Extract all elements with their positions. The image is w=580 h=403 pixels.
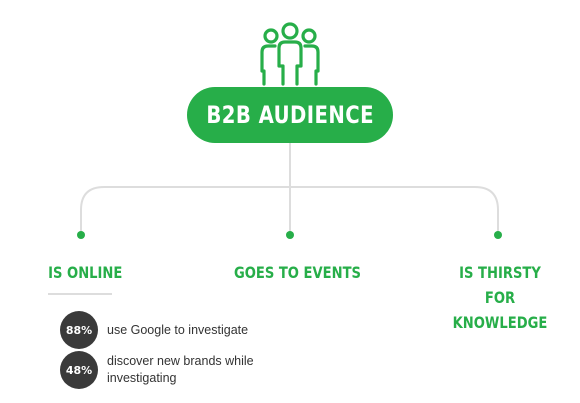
node-dot-online	[77, 231, 85, 239]
branch-label-online-text: IS ONLINE	[48, 263, 123, 282]
stat-badge: 48%	[60, 351, 98, 389]
branch-label-events: GOES TO EVENTS	[220, 260, 361, 285]
online-underline	[48, 293, 112, 295]
branch-label-events-text: GOES TO EVENTS	[233, 263, 361, 282]
branch-label-knowledge-text: IS THIRSTY FOR KNOWLEDGE	[452, 263, 548, 332]
node-dot-knowledge	[494, 231, 502, 239]
audience-title: B2B AUDIENCE	[206, 101, 374, 129]
branch-bar-line	[80, 186, 499, 234]
stat-text: use Google to investigate	[107, 322, 249, 337]
audience-pill: B2B AUDIENCE	[187, 87, 393, 143]
branch-label-knowledge: IS THIRSTY FOR KNOWLEDGE	[430, 260, 570, 335]
stat-text: discover new brands while investigating	[107, 354, 254, 385]
people-group-icon	[260, 22, 320, 86]
stat-item: 48% discover new brands while investigat…	[60, 351, 287, 389]
stat-item: 88% use Google to investigate	[60, 311, 287, 349]
branch-label-online: IS ONLINE	[40, 260, 123, 285]
node-dot-events	[286, 231, 294, 239]
stat-badge: 88%	[60, 311, 98, 349]
